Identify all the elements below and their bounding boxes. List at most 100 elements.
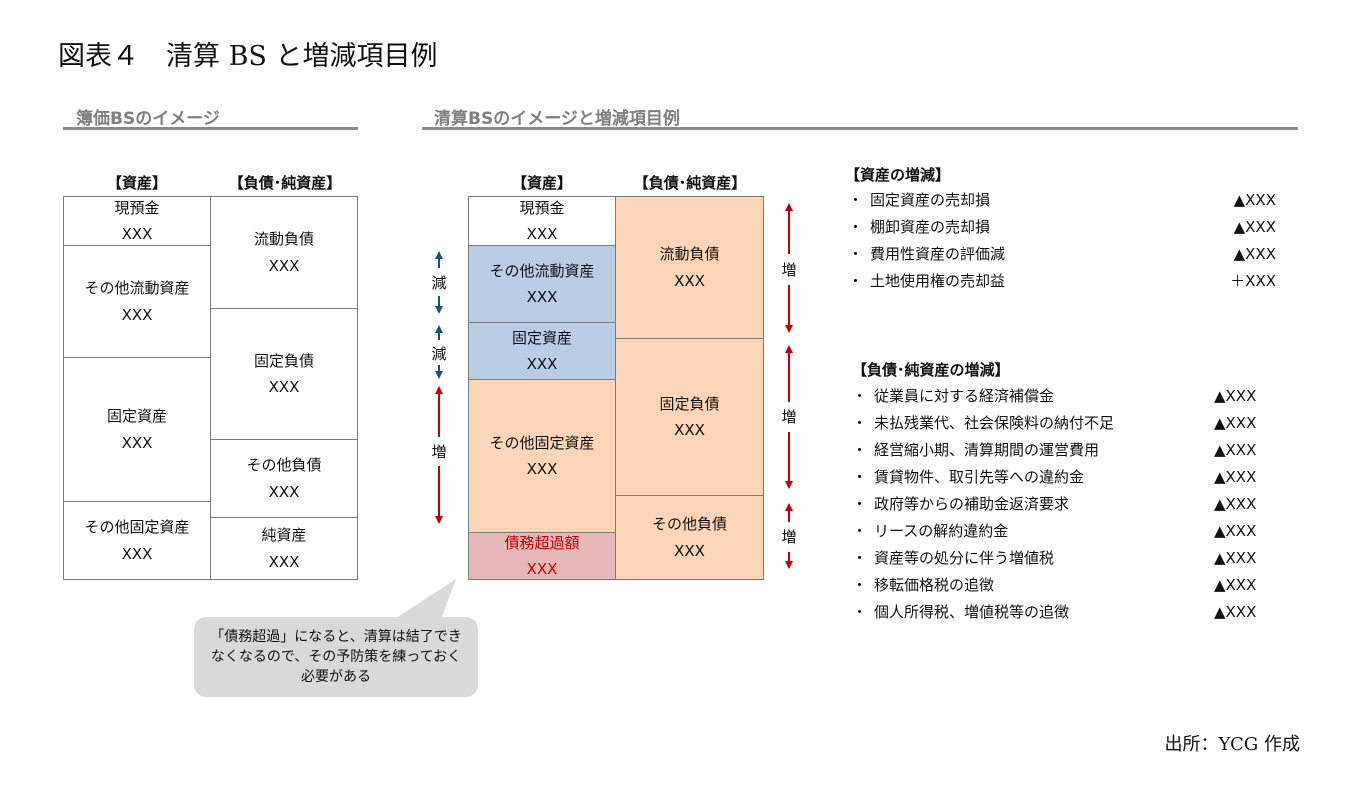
item-amount: ▲XXX xyxy=(1214,468,1257,486)
bullet: ・ xyxy=(852,522,868,540)
arrow-shaft xyxy=(788,552,790,561)
liq-asset-value: XXX xyxy=(526,560,558,578)
book-liab-label: 純資産 xyxy=(261,526,307,545)
left-asset-header: 【資産】 xyxy=(106,174,167,192)
arrow-down-icon xyxy=(785,561,793,569)
book-asset-label: 固定資産 xyxy=(106,407,167,426)
book-asset-value: XXX xyxy=(121,544,153,563)
increase-label: 増 xyxy=(781,528,797,546)
book-liab-value: XXX xyxy=(268,482,300,501)
list-item: ・資産等の処分に伴う増値税 ▲XXX xyxy=(852,545,1270,572)
item-label: 従業員に対する経済補償金 xyxy=(874,387,1055,405)
arrow-shaft xyxy=(788,432,790,481)
increase-label: 増 xyxy=(781,408,797,426)
liq-asset-label: その他流動資産 xyxy=(489,261,595,280)
source-note: 出所：YCG 作成 xyxy=(1164,734,1300,755)
item-label: 固定資産の売却損 xyxy=(870,191,991,209)
arrow-up-icon xyxy=(785,345,793,353)
item-amount: ▲XXX xyxy=(1214,414,1257,432)
bullet: ・ xyxy=(848,191,864,209)
item-label: 費用性資産の評価減 xyxy=(870,245,1006,263)
book-asset-value: XXX xyxy=(121,305,153,324)
liq-asset-label: 固定資産 xyxy=(511,328,572,347)
item-amount: ▲XXX xyxy=(1214,495,1257,513)
bullet: ・ xyxy=(852,468,868,486)
bullet: ・ xyxy=(848,218,864,236)
book-asset-value: XXX xyxy=(121,433,153,452)
arrow-up-icon xyxy=(785,503,793,511)
arrow-shaft xyxy=(788,352,790,402)
mid-asset-header: 【資産】 xyxy=(511,174,572,192)
liq-asset-other-fixed: その他固定資産 XXX xyxy=(468,379,616,533)
arrow-up-icon xyxy=(435,251,443,259)
arrow-shaft xyxy=(788,285,790,325)
item-label: 資産等の処分に伴う増値税 xyxy=(874,549,1055,567)
arrow-shaft xyxy=(438,258,440,268)
liq-liab-value: XXX xyxy=(674,541,705,560)
item-label: 未払残業代、社会保険料の納付不足 xyxy=(874,414,1115,432)
book-liab-label: 流動負債 xyxy=(253,230,314,249)
book-liab-net-assets: 純資産 XXX xyxy=(210,517,358,580)
mid-liab-header: 【負債･純資産】 xyxy=(633,174,747,192)
liq-asset-label: 現預金 xyxy=(519,198,565,217)
arrow-down-icon xyxy=(785,481,793,489)
liq-asset-label: その他固定資産 xyxy=(489,433,595,452)
liq-liab-value: XXX xyxy=(674,421,705,439)
arrow-shaft xyxy=(788,510,790,522)
arrow-shaft xyxy=(438,393,440,437)
arrow-shaft xyxy=(438,296,440,306)
callout-pointer xyxy=(390,579,456,622)
bullet: ・ xyxy=(848,245,864,263)
bullet: ・ xyxy=(852,549,868,567)
item-amount: ▲XXX xyxy=(1233,191,1276,209)
list-item: ・未払残業代、社会保険料の納付不足 ▲XXX xyxy=(852,410,1270,437)
item-label: 棚卸資産の売却損 xyxy=(870,218,991,236)
book-liab-label: 固定負債 xyxy=(253,351,314,370)
book-asset-cash: 現預金 XXX xyxy=(63,196,211,246)
book-liab-value: XXX xyxy=(268,256,300,275)
book-asset-other-current: その他流動資産 XXX xyxy=(63,245,211,358)
item-label: 土地使用権の売却益 xyxy=(870,272,1006,290)
left-section-rule xyxy=(63,127,358,130)
list-item: ・土地使用権の売却益 ＋XXX xyxy=(848,268,1276,295)
bullet: ・ xyxy=(852,495,868,513)
arrow-shaft xyxy=(438,466,440,516)
arrow-shaft xyxy=(438,332,440,340)
item-amount: ▲XXX xyxy=(1214,522,1257,540)
item-label: リースの解約違約金 xyxy=(874,522,1009,540)
book-liab-current: 流動負債 XXX xyxy=(210,196,358,309)
bullet: ・ xyxy=(852,387,868,405)
list-item: ・賃貸物件、取引先等への違約金 ▲XXX xyxy=(852,464,1270,491)
item-amount: ▲XXX xyxy=(1214,387,1257,405)
list-item: ・棚卸資産の売却損 ▲XXX xyxy=(848,214,1276,241)
liq-asset-label: 債務超過額 xyxy=(504,533,580,552)
liq-asset-fixed: 固定資産 XXX xyxy=(468,322,616,380)
list-item: ・経営縮小期、清算期間の運営費用 ▲XXX xyxy=(852,437,1270,464)
liq-asset-other-current: その他流動資産 XXX xyxy=(468,245,616,323)
book-asset-other-fixed: その他固定資産 XXX xyxy=(63,501,211,580)
item-label: 賃貸物件、取引先等への違約金 xyxy=(874,468,1085,486)
left-section-heading: 簿価BSのイメージ xyxy=(76,109,220,129)
item-label: 政府等からの補助金返済要求 xyxy=(874,495,1070,513)
book-asset-label: 現預金 xyxy=(114,198,160,217)
arrow-down-icon xyxy=(785,325,793,333)
list-item: ・リースの解約違約金 ▲XXX xyxy=(852,518,1270,545)
callout-bubble: 「債務超過」になると、清算は結了できなくなるので、その予防策を練っておく必要があ… xyxy=(194,617,478,697)
list-item: ・政府等からの補助金返済要求 ▲XXX xyxy=(852,491,1270,518)
decrease-label: 減 xyxy=(431,345,447,363)
liq-liab-label: 固定負債 xyxy=(659,394,720,413)
asset-changes-heading: 【資産の増減】 xyxy=(845,166,951,184)
liq-liab-label: 流動負債 xyxy=(659,245,720,264)
liq-asset-value: XXX xyxy=(526,225,558,243)
item-amount: ▲XXX xyxy=(1214,576,1257,594)
item-amount: ▲XXX xyxy=(1233,245,1276,263)
book-liab-other: その他負債 XXX xyxy=(210,439,358,518)
list-item: ・移転価格税の追徴 ▲XXX xyxy=(852,572,1270,599)
left-liab-header: 【負債･純資産】 xyxy=(228,174,342,192)
increase-label: 増 xyxy=(431,443,447,461)
arrow-up-icon xyxy=(435,325,443,333)
arrow-down-icon xyxy=(435,516,443,524)
item-label: 移転価格税の追徴 xyxy=(874,576,995,594)
liq-asset-cash: 現預金 XXX xyxy=(468,196,616,246)
bullet: ・ xyxy=(852,441,868,459)
